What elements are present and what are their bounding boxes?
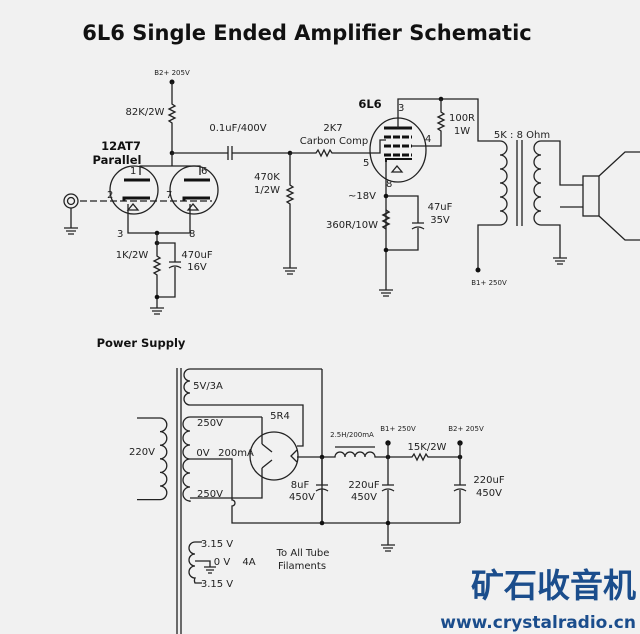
center-tap-label: 0V: [196, 448, 209, 459]
junction: [383, 247, 389, 253]
b1-supply-node: [475, 267, 481, 273]
capacitor-3-label: 220uF: [473, 475, 504, 486]
capacitor-2-label: 220uF: [348, 480, 379, 491]
rectifier-name: 5R4: [270, 411, 290, 422]
primary-voltage-label: 220V: [129, 447, 155, 458]
power-transformer-core: [176, 368, 182, 634]
junction: [383, 193, 389, 199]
b2-supply-label: B2+ 205V: [154, 69, 190, 77]
cathode-resistor-capacitor: [150, 233, 182, 315]
junction: [385, 520, 391, 526]
grid-stopper-type: Carbon Comp: [300, 136, 368, 147]
pin-label: 6: [201, 166, 207, 177]
plate-wire: [139, 153, 201, 175]
filament-bottom-label: 3.15 V: [201, 579, 233, 590]
grid-resistor-label: 470K: [254, 172, 280, 183]
speaker-icon: [582, 151, 640, 241]
triode-tube-a: [109, 165, 159, 215]
cathode-bias-network: [379, 160, 425, 297]
coupling-capacitor-label: 0.1uF/400V: [209, 123, 266, 134]
hv-top-label: 250V: [197, 418, 223, 429]
capacitor-1-label: 8uF: [291, 480, 310, 491]
pin-label: 3: [117, 229, 123, 240]
grid-stopper-label: 2K7: [323, 123, 342, 134]
grid-stopper-resistor: [290, 139, 386, 158]
plate-resistor: [167, 82, 177, 153]
plate-wire-output: [397, 98, 500, 142]
hv-bottom-label: 250V: [197, 489, 223, 500]
b1-supply-label: B1+ 250V: [380, 425, 416, 433]
cathode-resistor-label: 360R/10W: [326, 220, 378, 231]
filter-capacitor-2: [381, 457, 395, 552]
output-transformer: [477, 140, 583, 270]
pin-label: 8: [386, 179, 392, 190]
b2-supply-label: B2+ 205V: [448, 425, 484, 433]
choke-label: 2.5H/200mA: [330, 431, 374, 439]
pin-label: 2: [107, 190, 113, 201]
input-jack-center: [66, 196, 76, 206]
amplifier-section: B2+ 205V 82K/2W 0.1uF/400V 12AT7 Paralle…: [63, 69, 640, 315]
section-heading: Power Supply: [97, 336, 186, 350]
grid-leak-resistor: [283, 153, 297, 275]
filament-ct-label: 0 V: [214, 557, 231, 568]
filter-capacitor-1: [315, 457, 329, 523]
capacitor-2-voltage: 450V: [351, 492, 377, 503]
hv-current-label: 200mA: [218, 448, 254, 459]
watermark-logo: 矿石收音机: [471, 566, 636, 605]
pin-label: 5: [363, 158, 369, 169]
watermark-url: www.crystalradio.cn: [440, 613, 636, 633]
pin-label: 3: [398, 103, 404, 114]
rectifier-tube: [249, 431, 299, 481]
cathode-capacitor-voltage: 35V: [430, 215, 450, 226]
filament-top-label: 3.15 V: [201, 539, 233, 550]
capacitor-3-voltage: 450V: [476, 488, 502, 499]
pin-label: 4: [425, 134, 431, 145]
filament-note: To All Tube: [276, 548, 330, 559]
supply-taps: [387, 443, 461, 457]
screen-resistor-label: 100R: [449, 113, 475, 124]
cathode-capacitor-label: 470uF: [181, 250, 212, 261]
tube2-name: 6L6: [358, 97, 381, 111]
cathode-resistor-label: 1K/2W: [116, 250, 149, 261]
cathode-voltage-label: ~18V: [348, 191, 376, 202]
power-supply-section: Power Supply 220V 5V/3A 250V 0V 200mA 25…: [97, 336, 505, 634]
screen-resistor: [412, 99, 446, 147]
cathode-capacitor-label: 47uF: [428, 202, 453, 213]
primary-winding: [137, 417, 168, 501]
coupling-capacitor: [172, 146, 290, 160]
pin-label: 8: [189, 229, 195, 240]
pin-label: 7: [166, 190, 172, 201]
dropping-resistor-label: 15K/2W: [408, 442, 447, 453]
filament-winding: [188, 541, 216, 584]
ground-icon: [64, 208, 78, 235]
hv-winding: [182, 416, 460, 524]
filter-choke-and-resistor: [297, 451, 460, 462]
heater-winding-label: 5V/3A: [193, 381, 223, 392]
filament-note: Filaments: [278, 561, 326, 572]
filament-current-label: 4A: [242, 557, 255, 568]
b1-supply-label: B1+ 250V: [471, 279, 507, 287]
screen-resistor-power: 1W: [454, 126, 470, 137]
transformer-label: 5K : 8 Ohm: [494, 130, 550, 141]
tube1-name: 12AT7: [101, 139, 141, 153]
capacitor-1-voltage: 450V: [289, 492, 315, 503]
pin-label: 1: [130, 166, 136, 177]
junction: [319, 520, 325, 526]
plate-resistor-label: 82K/2W: [126, 107, 165, 118]
input-jack-icon[interactable]: [63, 193, 79, 209]
tube1-config: Parallel: [93, 153, 142, 167]
cathode-resistor: [381, 209, 391, 230]
triode-tube-b: [169, 165, 219, 215]
page-title: 6L6 Single Ended Amplifier Schematic: [82, 21, 531, 45]
junction: [154, 294, 160, 300]
grid-resistor-power: 1/2W: [254, 185, 280, 196]
filter-capacitor-3: [453, 457, 467, 523]
cathode-capacitor-voltage: 16V: [187, 262, 207, 273]
